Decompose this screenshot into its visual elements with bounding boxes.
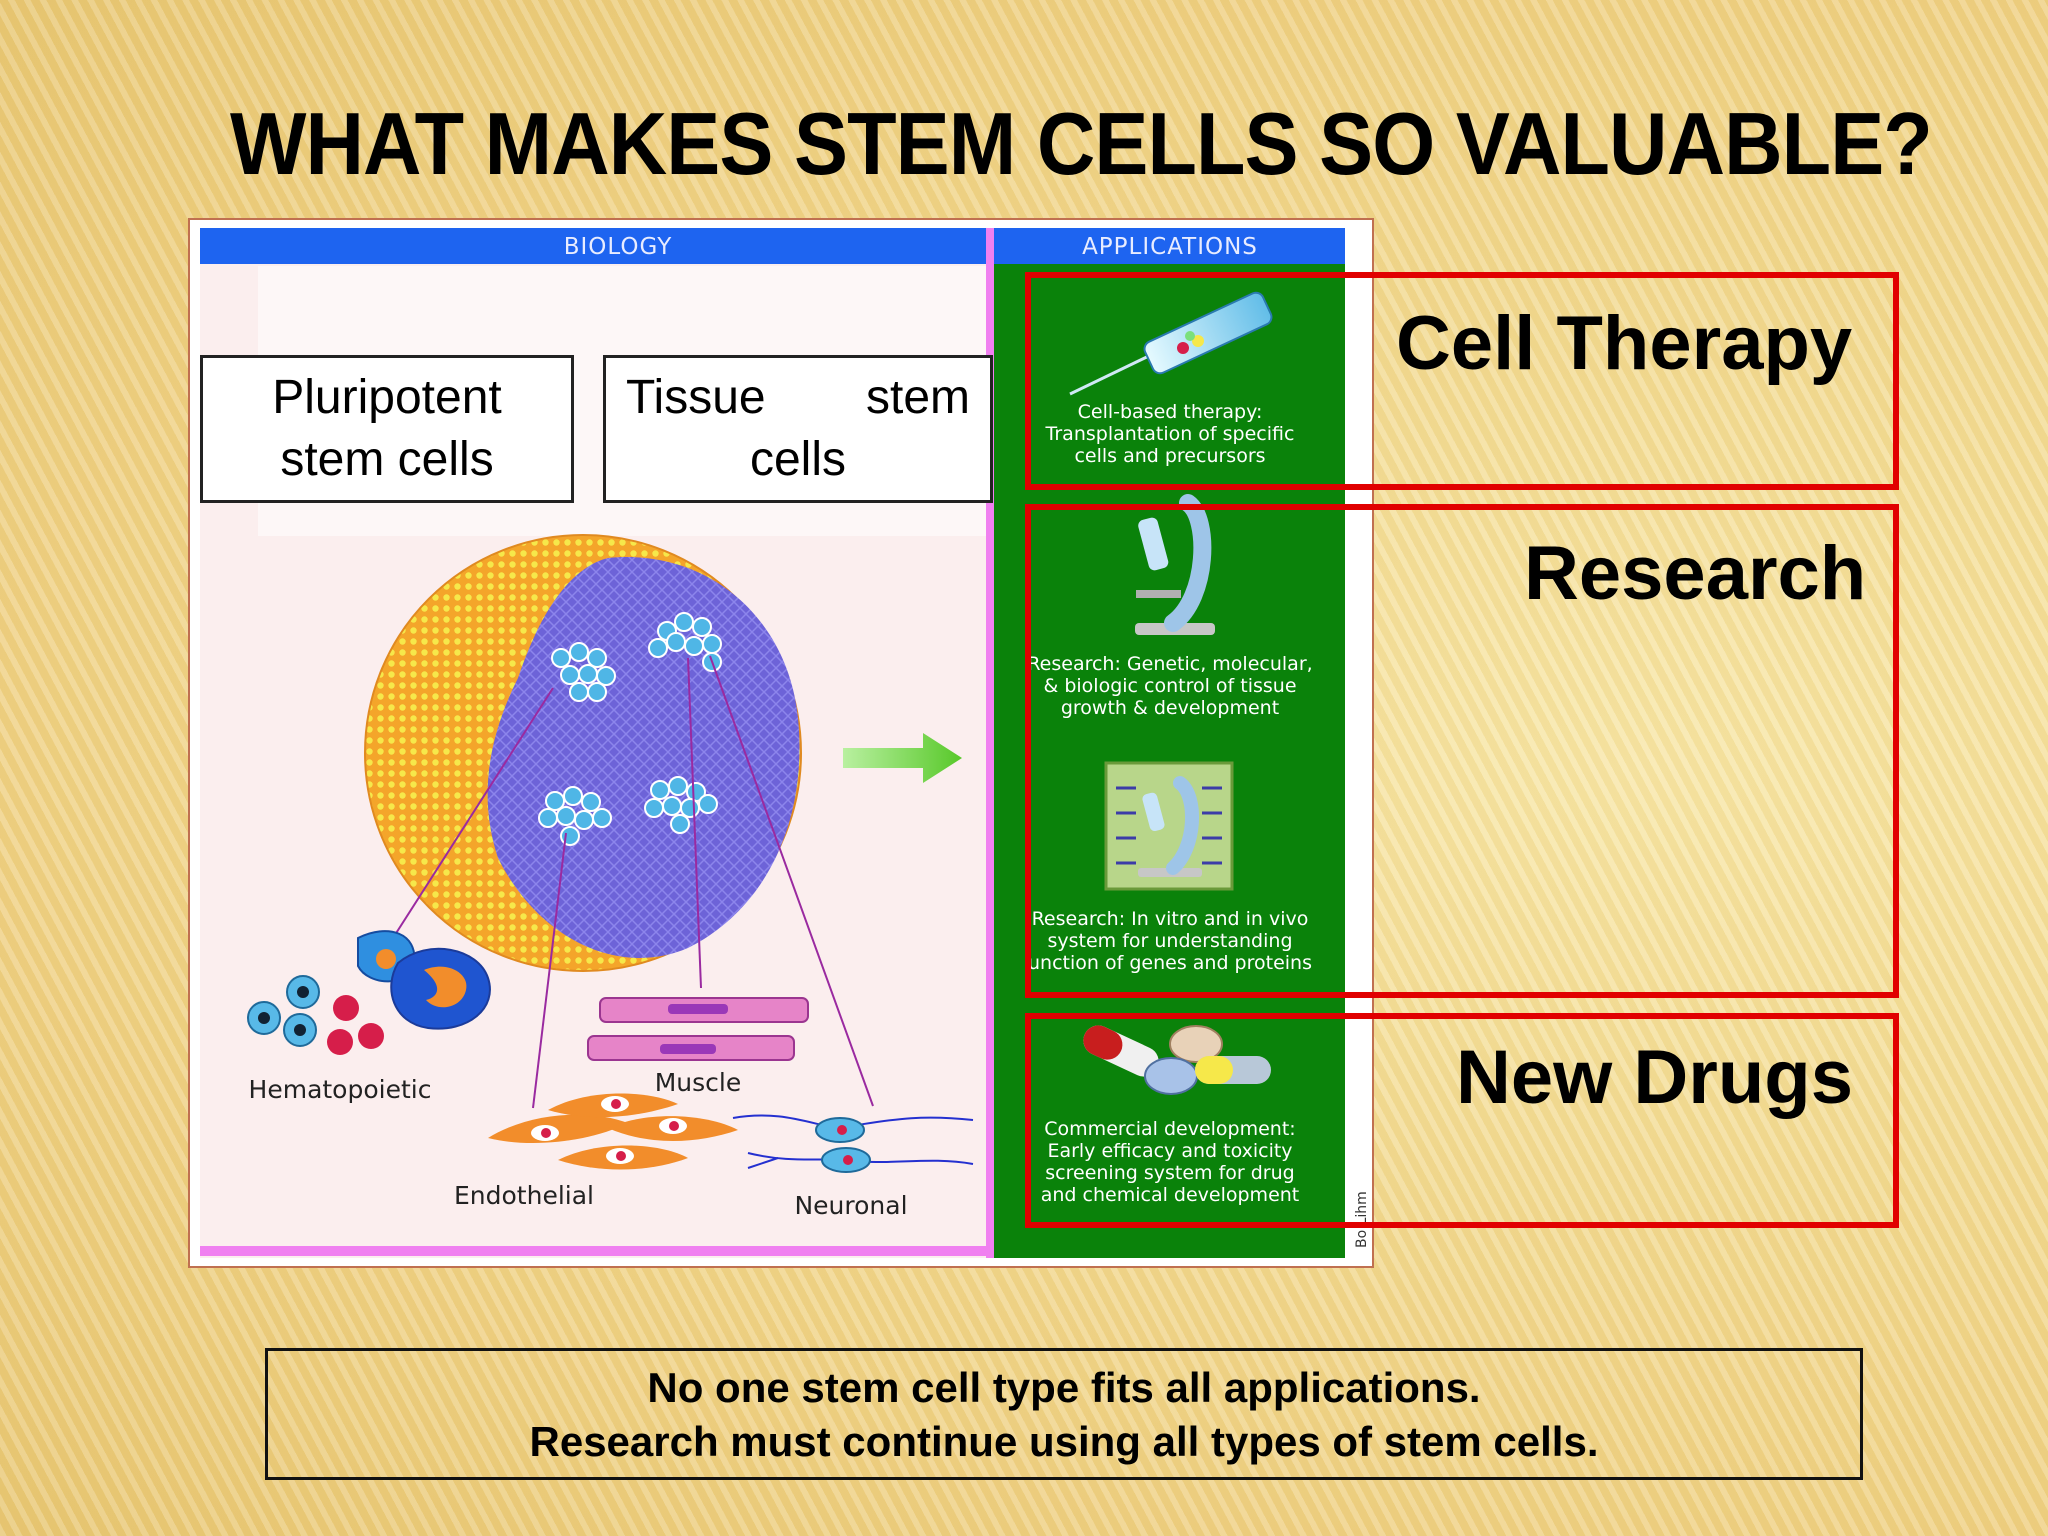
hematopoietic-label: Hematopoietic xyxy=(249,1075,432,1104)
inner-cell-clusters xyxy=(538,612,722,846)
therapy-caption-line-3: cells and precursors xyxy=(1074,445,1265,467)
new-drugs-title: New Drugs xyxy=(1456,1035,1853,1120)
therapy-caption-line-1: Cell-based therapy: xyxy=(1078,401,1263,423)
cell-therapy-title: Cell Therapy xyxy=(1396,301,1853,386)
pluripotent-line-1: Pluripotent xyxy=(272,371,502,424)
muscle-cells-illustration xyxy=(587,997,809,1061)
research-title: Research xyxy=(1524,531,1867,616)
panel-divider xyxy=(986,228,994,1258)
research1-caption-line-3: growth & development xyxy=(1061,697,1279,719)
biology-bottom-border xyxy=(200,1246,987,1256)
applications-header: APPLICATIONS xyxy=(1082,234,1258,260)
research2-caption-line-3: unction of genes and proteins xyxy=(1028,952,1312,974)
research-highlight-box xyxy=(1025,504,1899,998)
conclusion-box: No one stem cell type fits all applicati… xyxy=(265,1348,1863,1480)
pluripotent-line-2: stem cells xyxy=(280,433,494,486)
stem-cell-figure: BIOLOGY APPLICATIONS Bo Lihm xyxy=(188,218,1374,1268)
biology-header-bar xyxy=(200,228,987,264)
research1-caption-line-1: Research: Genetic, molecular, xyxy=(1027,653,1312,675)
research2-caption-line-2: system for understanding xyxy=(1047,930,1292,952)
microscope-icon xyxy=(1135,494,1215,635)
hematopoietic-cells-illustration xyxy=(247,930,491,1055)
syringe-icon xyxy=(1069,291,1273,396)
conclusion-line-1: No one stem cell type fits all applicati… xyxy=(647,1364,1481,1411)
cell-therapy-highlight-box xyxy=(1025,272,1899,490)
blastocyst-illustration xyxy=(364,534,802,972)
drugs-caption-line-2: Early efficacy and toxicity xyxy=(1047,1140,1292,1162)
research1-caption-line-2: & biologic control of tissue xyxy=(1043,675,1296,697)
drugs-caption-line-1: Commercial development: xyxy=(1044,1118,1295,1140)
microscope-lab-icon xyxy=(1104,761,1234,891)
lineage-lines xyxy=(392,655,874,1109)
applications-header-bar xyxy=(994,228,1345,264)
tissue-word: Tissue xyxy=(626,371,766,424)
tissue-stem-cells-label: Tissue stem cells xyxy=(603,355,993,503)
pluripotent-stem-cells-label: Pluripotent stem cells xyxy=(200,355,574,503)
pills-icon xyxy=(1083,1025,1271,1095)
biology-header: BIOLOGY xyxy=(564,234,673,260)
neuronal-cells-illustration xyxy=(732,1114,974,1173)
image-credit: Bo Lihm xyxy=(1354,1191,1370,1248)
research2-caption-line-1: Research: In vitro and in vivo xyxy=(1032,908,1309,930)
new-drugs-highlight-box xyxy=(1025,1013,1899,1228)
drugs-caption-line-4: and chemical development xyxy=(1041,1184,1300,1206)
tissue-line-2: cells xyxy=(749,433,847,486)
drugs-caption-line-3: screening system for drug xyxy=(1045,1162,1294,1184)
therapy-caption-line-2: Transplantation of specific xyxy=(1045,423,1295,445)
slide-title: WHAT MAKES STEM CELLS SO VALUABLE? xyxy=(230,94,1933,193)
tissue-line-1: Tissue stem xyxy=(626,367,970,429)
endothelial-label: Endothelial xyxy=(454,1181,594,1210)
arrow-icon xyxy=(843,733,962,783)
neuronal-label: Neuronal xyxy=(794,1191,907,1220)
conclusion-line-2: Research must continue using all types o… xyxy=(529,1418,1599,1465)
stem-word: stem xyxy=(865,371,970,424)
muscle-label: Muscle xyxy=(655,1068,742,1097)
endothelial-cells-illustration xyxy=(488,1093,738,1170)
